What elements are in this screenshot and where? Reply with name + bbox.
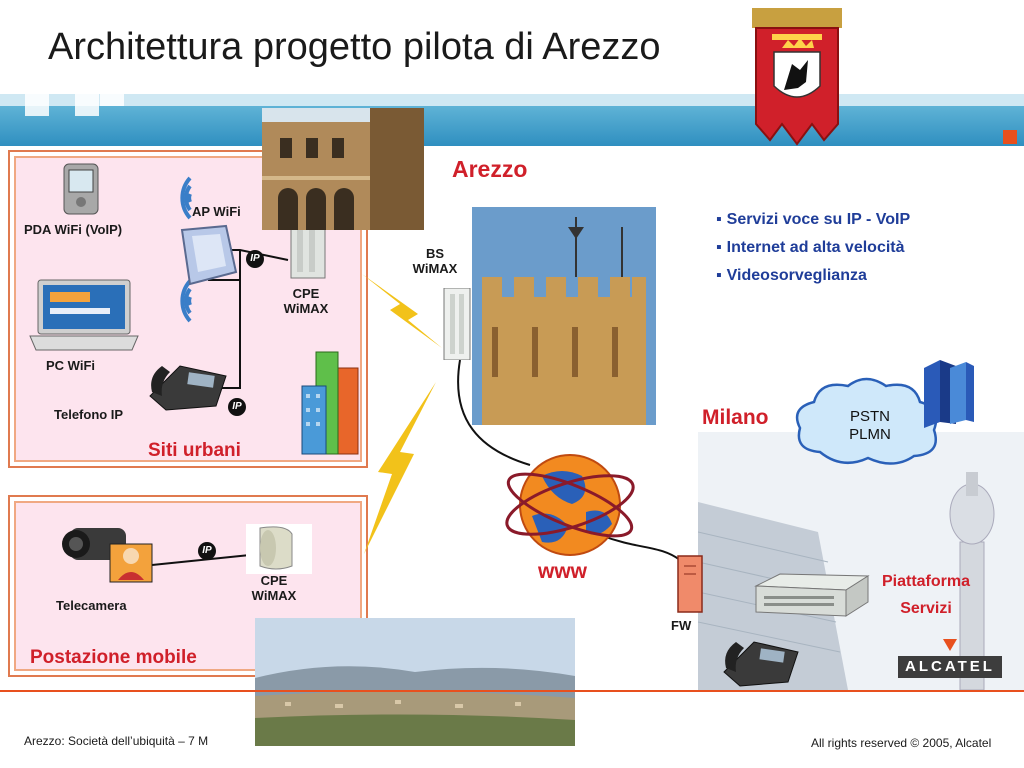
countryside-photo — [255, 618, 575, 746]
tower-photo — [472, 207, 656, 425]
footer-left-text: Arezzo: Società dell’ubiquità – 7 M — [24, 734, 209, 748]
page-title: Architettura progetto pilota di Arezzo — [48, 26, 661, 68]
server-rack-icon — [924, 360, 974, 428]
platform-label: Piattaforma Servizi — [866, 568, 986, 622]
cpe-wimax-label: CPE WiMAX — [244, 573, 304, 603]
milano-photo — [698, 432, 1024, 690]
orange-square-icon — [1003, 130, 1017, 144]
access-point-icon — [180, 224, 238, 286]
platform-label-line1: Piattaforma — [881, 573, 971, 590]
cpe-label-line1: CPE — [260, 573, 288, 588]
arezzo-label: Arezzo — [452, 156, 528, 182]
pstn-label: PSTN PLMN — [826, 408, 914, 444]
pstn-cloud-icon — [795, 377, 938, 465]
buildings-icon — [301, 351, 359, 455]
cpe-wimax-label: CPE WiMAX — [276, 286, 336, 316]
wifi-waves-icon — [180, 279, 192, 323]
globe-www-icon — [505, 454, 635, 556]
alcatel-logo: ALCATEL — [898, 656, 1002, 678]
service-item: Internet ad alta velocità — [716, 234, 910, 262]
ip-badge-icon: IP — [246, 250, 264, 268]
wifi-waves-icon — [180, 176, 192, 220]
cpe-label-line2: WiMAX — [251, 588, 297, 603]
pc-wifi-label: PC WiFi — [46, 358, 95, 373]
cpe-wimax-icon — [246, 524, 312, 574]
urban-sites-title: Siti urbani — [148, 440, 241, 461]
header-square-3 — [100, 94, 124, 106]
cpe-label-line2: WiMAX — [283, 301, 329, 316]
ip-phone-label: Telefono IP — [54, 407, 124, 422]
ip-phone-icon — [723, 641, 799, 687]
bs-label-line2: WiMAX — [412, 261, 458, 276]
ip-badge-icon: IP — [228, 398, 246, 416]
milano-label: Milano — [702, 406, 769, 429]
bs-wimax-label: BS WiMAX — [406, 246, 464, 276]
footer-divider — [0, 690, 1024, 692]
camera-label: Telecamera — [56, 598, 127, 613]
camera-icon — [62, 528, 153, 583]
firewall-label: FW — [671, 618, 692, 633]
arezzo-coat-of-arms-icon — [752, 8, 842, 146]
ip-badge-icon: IP — [198, 542, 216, 560]
pda-icon — [63, 163, 99, 215]
bs-label-line1: BS — [425, 246, 445, 261]
palace-photo — [262, 108, 424, 230]
pstn-label-line2: PLMN — [849, 426, 891, 443]
laptop-icon — [29, 279, 139, 351]
wireless-link-lightning — [362, 274, 442, 554]
firewall-icon — [677, 555, 703, 613]
service-item: Servizi voce su IP - VoIP — [716, 206, 910, 234]
pstn-label-line1: PSTN — [849, 408, 890, 425]
ap-wifi-label: AP WiFi — [192, 204, 241, 219]
header-band — [0, 106, 1024, 146]
service-item: Videosorveglianza — [716, 262, 910, 290]
header-square-1 — [25, 94, 49, 116]
bs-wimax-icon — [443, 288, 471, 360]
www-label: www — [538, 560, 588, 583]
services-list: Servizi voce su IP - VoIP Internet ad al… — [716, 206, 910, 290]
header-band-light — [0, 94, 1024, 106]
pda-label: PDA WiFi (VoIP) — [24, 222, 123, 237]
alcatel-triangle-icon — [943, 639, 957, 651]
mobile-network-line — [151, 554, 251, 566]
platform-server-icon — [754, 573, 870, 617]
ip-phone-icon — [149, 365, 227, 411]
mobile-station-title: Postazione mobile — [30, 647, 197, 668]
cpe-label-line1: CPE — [292, 286, 320, 301]
footer-copyright: All rights reserved © 2005, Alcatel — [811, 736, 992, 750]
platform-label-line2: Servizi — [900, 600, 952, 617]
header-square-2 — [75, 94, 99, 116]
